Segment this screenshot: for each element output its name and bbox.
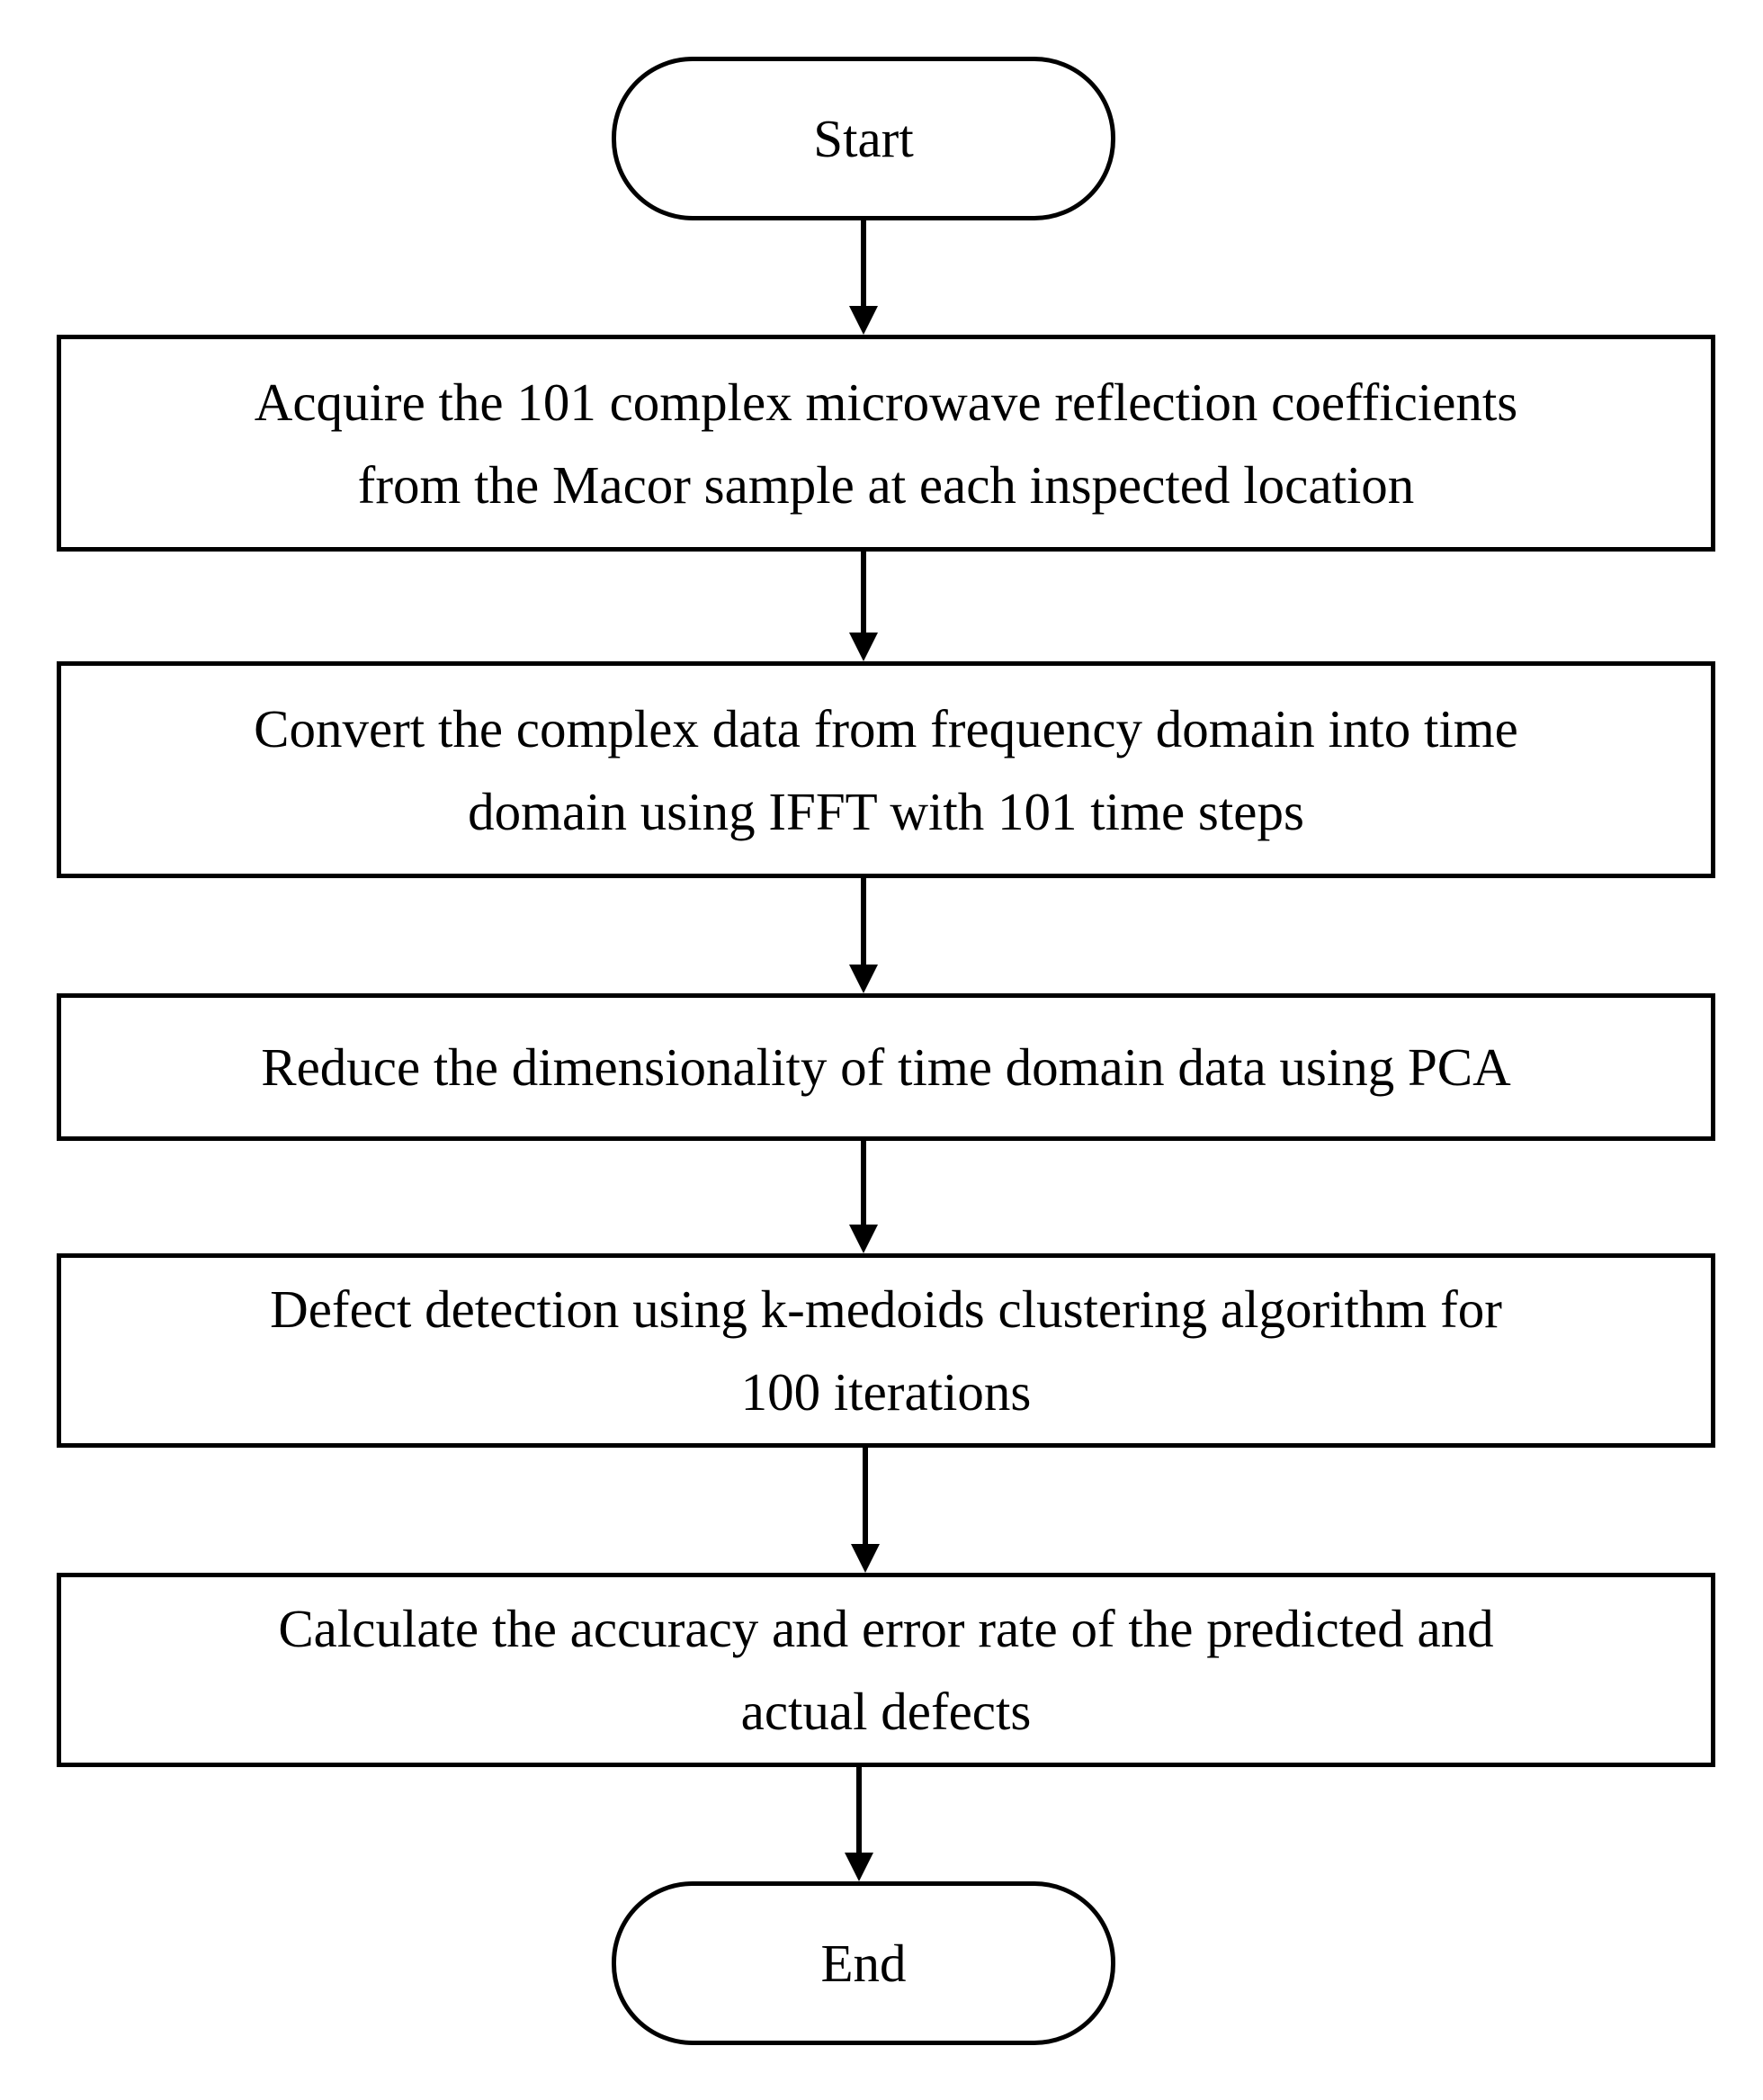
process-step-text: Defect detection using k-medoids cluster…: [270, 1268, 1502, 1433]
arrow-step-4-to-step-5: [851, 1447, 880, 1573]
step-text-line: domain using IFFT with 101 time steps: [468, 781, 1304, 841]
step-text-line: from the Macor sample at each inspected …: [357, 454, 1415, 515]
process-step-acquire: Acquire the 101 complex microwave reflec…: [57, 335, 1715, 552]
arrow-start-to-step-1: [849, 219, 878, 335]
process-step-text: Convert the complex data from frequency …: [254, 687, 1518, 853]
process-step-text: Reduce the dimensionality of time domain…: [261, 1026, 1511, 1108]
end-terminal: End: [612, 1881, 1115, 2045]
step-text-line: 100 iterations: [740, 1362, 1032, 1422]
process-step-detect: Defect detection using k-medoids cluster…: [57, 1253, 1715, 1448]
step-text-line: actual defects: [740, 1682, 1032, 1741]
step-text-line: Calculate the accuracy and error rate of…: [278, 1599, 1494, 1658]
arrow-step-3-to-step-4: [849, 1140, 878, 1253]
arrow-step-5-to-end: [845, 1766, 873, 1881]
arrow-step-2-to-step-3: [849, 877, 878, 993]
end-label: End: [820, 1934, 907, 1993]
step-text-line: Defect detection using k-medoids cluster…: [270, 1279, 1502, 1339]
process-step-text: Calculate the accuracy and error rate of…: [278, 1587, 1493, 1753]
process-step-calculate: Calculate the accuracy and error rate of…: [57, 1573, 1715, 1767]
step-text-line: Convert the complex data from frequency …: [254, 698, 1518, 758]
process-step-convert: Convert the complex data from frequency …: [57, 661, 1715, 878]
process-step-reduce: Reduce the dimensionality of time domain…: [57, 993, 1715, 1141]
step-text-line: Acquire the 101 complex microwave reflec…: [254, 372, 1518, 432]
start-terminal: Start: [612, 57, 1115, 220]
process-step-text: Acquire the 101 complex microwave reflec…: [255, 361, 1518, 526]
start-label: Start: [813, 109, 914, 168]
step-text-line: Reduce the dimensionality of time domain…: [261, 1037, 1511, 1097]
arrow-step-1-to-step-2: [849, 551, 878, 661]
